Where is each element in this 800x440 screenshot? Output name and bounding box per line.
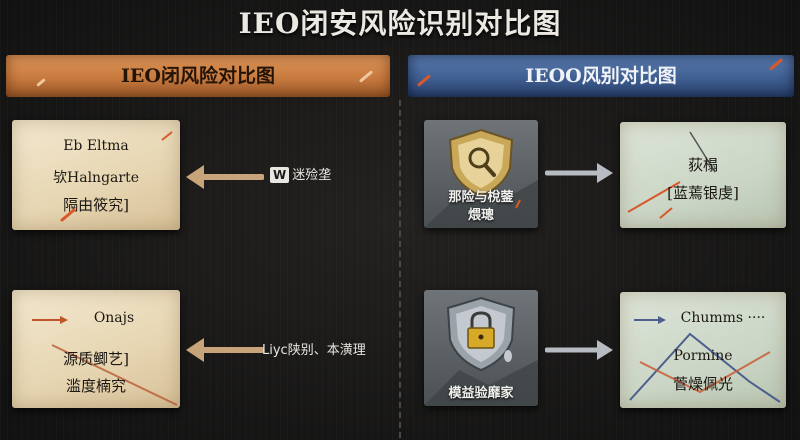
decorative-strokes [627,131,716,219]
right-bottom-shield-tile: 模益验靡家 [424,290,538,406]
decorative-chart-strokes [629,316,781,403]
decorative-strokes [60,131,173,222]
card-line: 菅燥佩光 [672,375,733,393]
shield-padlock-icon [424,296,538,406]
decorative-streak [768,58,784,71]
left-panel-header: IEO闭风险对比图 [6,55,390,97]
w-logo-icon: W [270,167,290,183]
left-bottom-card: Onajs 源质鲫艺] 滥度楠究 [12,290,180,408]
card-line: 源质鲫艺] [63,350,129,368]
card-line: Onajs [93,310,135,326]
decorative-strokes [32,316,178,406]
card-line: Pormine [673,348,733,364]
left-top-card: Eb Eltma 欤Halngarte 隔由筱究] [12,120,180,230]
right-bottom-card: Chumms ···· Pormine 菅燥佩光 [620,292,786,408]
left-panel-header-text: IEO闭风险对比图 [121,65,275,87]
card-line: 荻榻 [687,156,718,174]
left-bottom-link-label: Liyc陕别、本潢理 [262,343,366,358]
shield-label-line: 那险与梲蓥 [448,190,514,205]
left-arrow-bottom [186,338,264,362]
right-panel-header: IEOO风别对比图 [408,55,794,97]
link-label-text: 迷殓垄 [292,168,332,183]
card-line: Chumms ···· [680,310,766,326]
card-line: [蓝蔫银虔] [667,184,739,202]
right-arrow-top [545,163,613,183]
card-line: Eb Eltma [63,138,129,154]
panel-divider [399,100,401,438]
decorative-streak [358,70,374,83]
left-arrow-top [186,165,264,189]
card-line: 欤Halngarte [53,170,139,186]
shield-label-line: 模益验靡家 [448,386,514,401]
right-panel-header-text: IEOO风别对比图 [525,65,677,87]
decorative-streak [36,78,46,87]
right-top-card: 荻榻 [蓝蔫银虔] [620,122,786,228]
right-top-shield-tile: 那险与梲蓥 煨璁 [424,120,538,228]
shield-label-line: 煨璁 [467,208,494,223]
shield-magnifier-icon [424,128,538,228]
decorative-streak [416,74,432,87]
card-line: 滥度楠究 [65,377,126,395]
page-title: IEO闭安风险识别对比图 [238,7,562,40]
right-arrow-bottom [545,340,613,360]
card-line: 隔由筱究] [63,196,129,214]
